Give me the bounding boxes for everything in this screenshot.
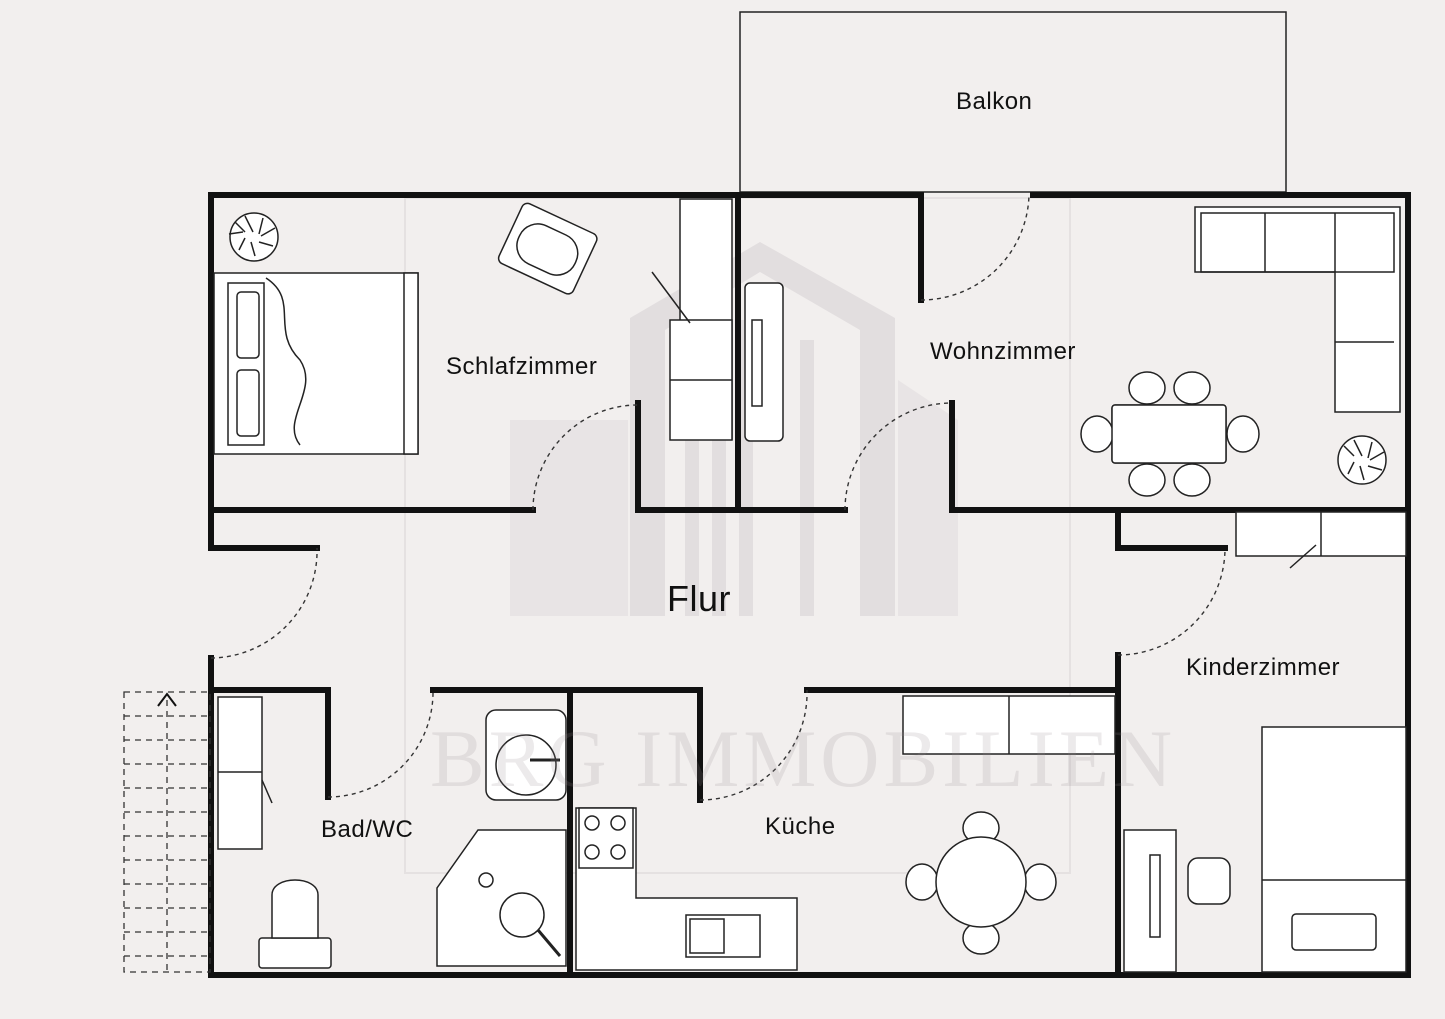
room-label-flur: Flur [667, 578, 731, 619]
room-label-balkon: Balkon [956, 88, 1033, 115]
room-label-kinderzimmer: Kinderzimmer [1186, 654, 1341, 681]
furniture [213, 198, 1407, 973]
door-swings [210, 194, 1226, 801]
sofa [1194, 206, 1401, 413]
round-table [905, 811, 1057, 955]
kids-desk [1123, 829, 1231, 973]
watermark-text: BRG IMMOBILIEN [430, 713, 1177, 804]
toilet [258, 879, 332, 969]
armchair [497, 202, 598, 295]
desk [651, 198, 733, 441]
bathroom-shelf [217, 696, 273, 850]
kitchen-cabinets [902, 695, 1116, 755]
tv-unit [744, 282, 784, 442]
bathroom-sink [485, 709, 567, 801]
kids-shelf [1235, 511, 1407, 569]
corner-shower [436, 829, 567, 967]
stair-arrow-icon [157, 692, 177, 707]
double-bed [213, 272, 419, 455]
dining-table-living [1080, 371, 1260, 497]
kitchen-counter [575, 807, 798, 971]
single-bed [1261, 726, 1407, 973]
room-label-schlafzimmer: Schlafzimmer [446, 353, 598, 380]
room-label-wohnzimmer: Wohnzimmer [930, 338, 1076, 365]
plant-icon [228, 212, 279, 262]
staircase [123, 691, 211, 973]
walls [208, 192, 1411, 978]
plant-icon [1337, 435, 1387, 485]
room-label-bad: Bad/WC [321, 816, 414, 843]
balcony-outline [739, 11, 1287, 193]
room-label-kueche: Küche [765, 813, 836, 840]
watermark-logo [404, 197, 1071, 874]
